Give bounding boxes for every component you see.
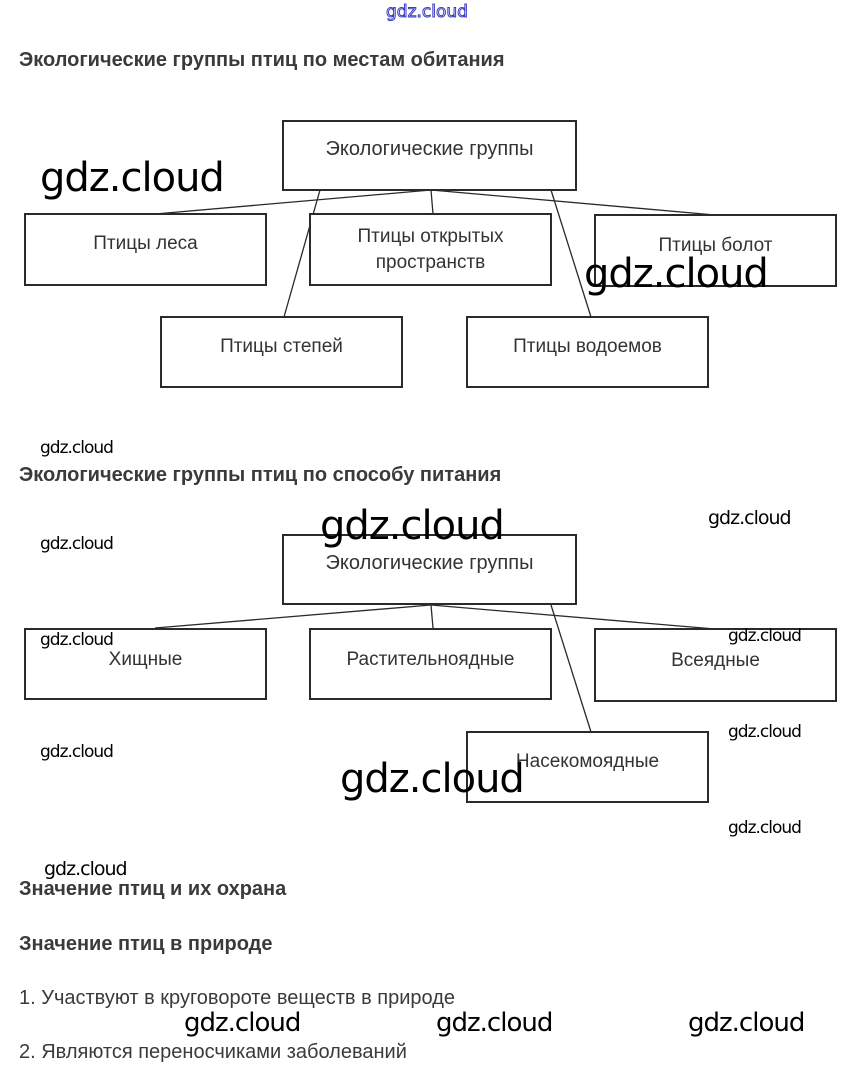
node-label: Растительноядные <box>346 649 515 670</box>
watermark: gdz.cloud <box>40 742 114 762</box>
section3-title: Значение птиц и их охрана <box>19 878 287 900</box>
watermark: gdz.cloud <box>708 507 792 529</box>
watermark: gdz.cloud <box>320 503 505 549</box>
node-label: Насекомоядные <box>515 751 660 772</box>
connector-open <box>430 189 434 215</box>
root-node-label: Экологические группы <box>325 138 534 160</box>
node-forest-birds: Птицы леса <box>24 213 267 286</box>
connector-omnivores <box>430 604 716 630</box>
node-label: Птицы леса <box>93 233 198 254</box>
node-label: Хищные <box>108 649 183 670</box>
root-node-feeding: Экологические группы <box>282 534 577 605</box>
node-label: Птицы степей <box>220 336 343 357</box>
section1-title: Экологические группы птиц по местам обит… <box>19 49 505 71</box>
node-label-line1: Птицы открытых <box>357 226 504 247</box>
node-water-birds: Птицы водоемов <box>466 316 709 388</box>
node-steppe-birds: Птицы степей <box>160 316 403 388</box>
node-omnivores: Всеядные <box>594 628 837 702</box>
connector-swamp <box>430 189 716 216</box>
root-node-habitat: Экологические группы <box>282 120 577 191</box>
connector-herbivores <box>430 604 434 629</box>
node-label-line2: пространств <box>375 252 486 273</box>
node-label: Птицы водоемов <box>513 336 662 357</box>
node-label: Всеядные <box>671 650 760 671</box>
node-insectivores: Насекомоядные <box>466 731 709 803</box>
section3-subtitle: Значение птиц в природе <box>19 933 273 955</box>
connector-forest <box>154 189 432 215</box>
section2-title: Экологические группы птиц по способу пит… <box>19 464 502 486</box>
node-label: Птицы болот <box>658 235 773 256</box>
list-item: 2. Являются переносчиками заболеваний <box>19 1041 407 1063</box>
watermark: gdz.cloud <box>40 155 225 201</box>
node-herbivores: Растительноядные <box>309 628 552 700</box>
watermark: gdz.cloud <box>688 1008 805 1038</box>
watermark-top: gdz.cloud <box>386 2 469 23</box>
connector-insectivores <box>550 604 592 733</box>
watermark: gdz.cloud <box>40 534 114 554</box>
watermark: gdz.cloud <box>184 1008 301 1038</box>
node-swamp-birds: Птицы болот <box>594 214 837 287</box>
watermark: gdz.cloud <box>584 251 769 297</box>
node-open-space-birds: Птицы открытых пространств <box>309 213 552 286</box>
watermark: gdz.cloud <box>44 858 128 880</box>
watermark: gdz.cloud <box>40 630 114 650</box>
list-item: 1. Участвуют в круговороте веществ в при… <box>19 987 455 1009</box>
watermark: gdz.cloud <box>436 1008 553 1038</box>
node-predators: Хищные <box>24 628 267 700</box>
watermark: gdz.cloud <box>728 818 802 838</box>
root-node-label: Экологические группы <box>325 552 534 574</box>
connector-water <box>550 189 592 318</box>
watermark: gdz.cloud <box>340 756 525 802</box>
watermark: gdz.cloud <box>728 626 802 646</box>
connector-steppe <box>283 189 321 318</box>
connector-predators <box>154 604 432 629</box>
watermark: gdz.cloud <box>728 722 802 742</box>
watermark: gdz.cloud <box>40 438 114 458</box>
